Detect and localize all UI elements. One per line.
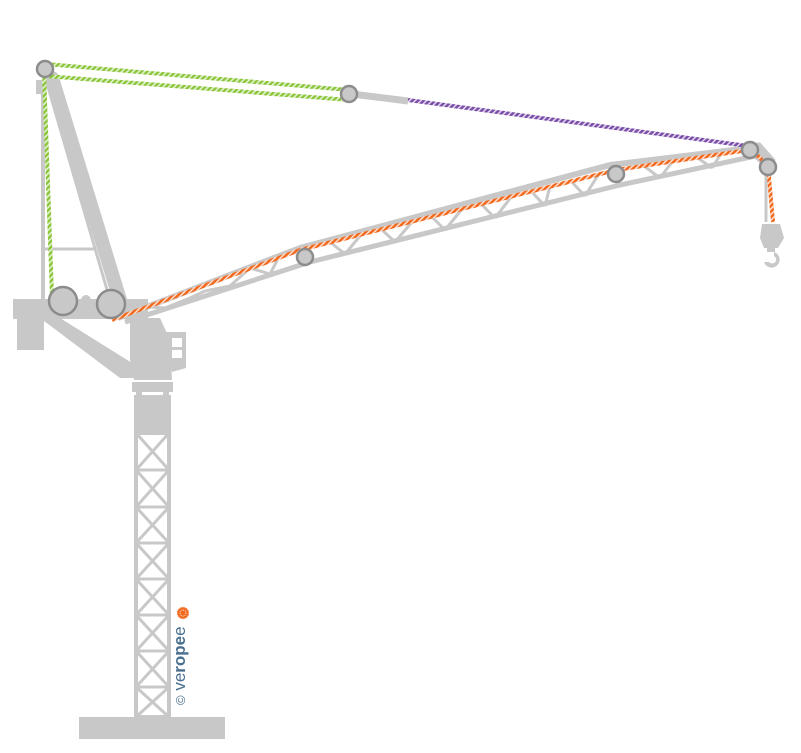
sheaves <box>35 59 778 320</box>
a-frame-top-sheave <box>35 59 55 79</box>
jib-tip-sheave <box>758 157 778 177</box>
jib-mid-sheave-2 <box>606 164 626 184</box>
logo-text: © veropee <box>170 626 189 705</box>
jib-pendant-rope <box>407 98 749 148</box>
pendant-link-bar <box>351 90 409 105</box>
slewing-unit <box>130 318 186 380</box>
jib-lattice <box>116 145 761 325</box>
jib-head-sheave <box>740 140 760 160</box>
tower-mast <box>134 431 171 719</box>
hook-block <box>760 224 784 268</box>
machinery-deck <box>13 299 148 378</box>
jib-mid-sheave-1 <box>295 247 315 267</box>
hoist-winch-drum <box>95 288 127 320</box>
luffing-pendant-rope <box>42 62 350 297</box>
luffing-winch-drum <box>47 285 79 317</box>
pendant-sheave <box>339 84 359 104</box>
foundation-base <box>79 717 225 739</box>
verope-logo-mark-icon <box>176 606 190 620</box>
mast-top-section <box>134 395 171 435</box>
